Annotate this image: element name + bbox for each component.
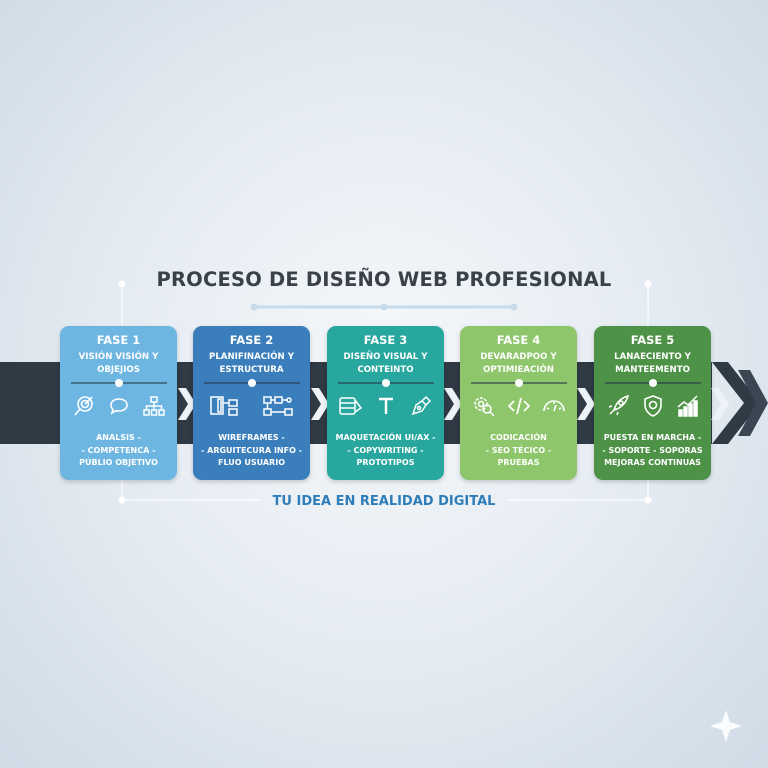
divider — [203, 379, 300, 387]
divider — [337, 379, 434, 387]
sparkle-icon — [710, 710, 742, 742]
page-title: PROCESO DE DISEÑO WEB PROFESIONAL — [156, 268, 612, 291]
phase-label: FASE 4 — [496, 333, 541, 347]
gear-search-icon — [473, 397, 495, 417]
chat-bubble-icon — [109, 398, 128, 415]
phase-name: VISIÓN VISIÓN Y OBJEJIOS — [78, 352, 159, 375]
phase-name: LANAECIENTO Y MANTEEMENTO — [614, 352, 691, 375]
phase-name: DISEÑO VISUAL Y CONTEINTO — [343, 352, 428, 375]
phase-card-4: FASE 4 DEVARADPOO Y OPTIMIEACIÓN CODICAC… — [460, 326, 577, 480]
rocket-icon — [608, 394, 629, 416]
task: - COMPETENCA - — [81, 445, 156, 455]
task: PROTOTIPOS — [356, 458, 415, 467]
wireframe-icon — [210, 396, 238, 416]
shield-icon — [643, 395, 662, 417]
phase-label: FASE 5 — [630, 333, 675, 347]
phase-label: FASE 3 — [363, 333, 408, 347]
task: PUESTA EN MARCHA - — [603, 433, 702, 442]
task: MEJORAS CONTINUAS — [604, 458, 701, 467]
task: - SEO TÉCICO - — [485, 445, 552, 455]
target-search-icon — [73, 396, 93, 416]
task: ANALSIS - — [96, 433, 141, 442]
chevron-arrows — [178, 388, 729, 420]
task: PÚBLIO OBJETIVO — [79, 458, 158, 467]
growth-chart-icon — [677, 395, 698, 417]
phase-card-3: FASE 3 DISEÑO VISUAL Y CONTEINTO MAQUETA… — [327, 326, 444, 480]
phase-name: DEVARADPOO Y OPTIMIEACIÓN — [480, 352, 557, 375]
typography-icon — [378, 397, 393, 414]
phase-card-2: FASE 2 PLANIFINACIÓN Y ESTRUCTURA WIREFR… — [193, 326, 310, 480]
flowchart-icon — [263, 396, 293, 416]
sitemap-icon — [142, 396, 165, 416]
phase-label: FASE 2 — [229, 333, 274, 347]
pen-tool-icon — [411, 395, 431, 416]
task: PRUEBAS — [497, 458, 540, 467]
task: CODICACIÓN — [490, 433, 547, 442]
task: MAQUETACIÓN UI/AX - — [335, 433, 436, 442]
speedometer-icon — [542, 400, 565, 412]
title-underline — [250, 303, 518, 311]
divider — [604, 379, 701, 387]
layout-palette-icon — [338, 397, 362, 415]
phase-label: FASE 1 — [96, 333, 141, 347]
phase-card-5: FASE 5 LANAECIENTO Y MANTEEMENTO PUESTA … — [594, 326, 711, 480]
phase-name: PLANIFINACIÓN Y ESTRUCTURA — [209, 352, 294, 375]
task: FLUO USUARIO — [218, 458, 285, 467]
subtitle: TU IDEA EN REALIDAD DIGITAL — [272, 494, 496, 509]
task: - ARGUITECURA INFO - — [201, 445, 302, 455]
task: - SOPORTE - SOPORAS — [602, 445, 703, 455]
divider — [70, 379, 167, 387]
task: - COPYWRITING - — [347, 445, 424, 455]
phase-card-1: FASE 1 VISIÓN VISIÓN Y OBJEJIOS ANALSIS … — [60, 326, 177, 480]
task: WIREFRAMES - — [218, 433, 285, 442]
divider — [470, 379, 567, 387]
code-icon — [507, 397, 530, 415]
